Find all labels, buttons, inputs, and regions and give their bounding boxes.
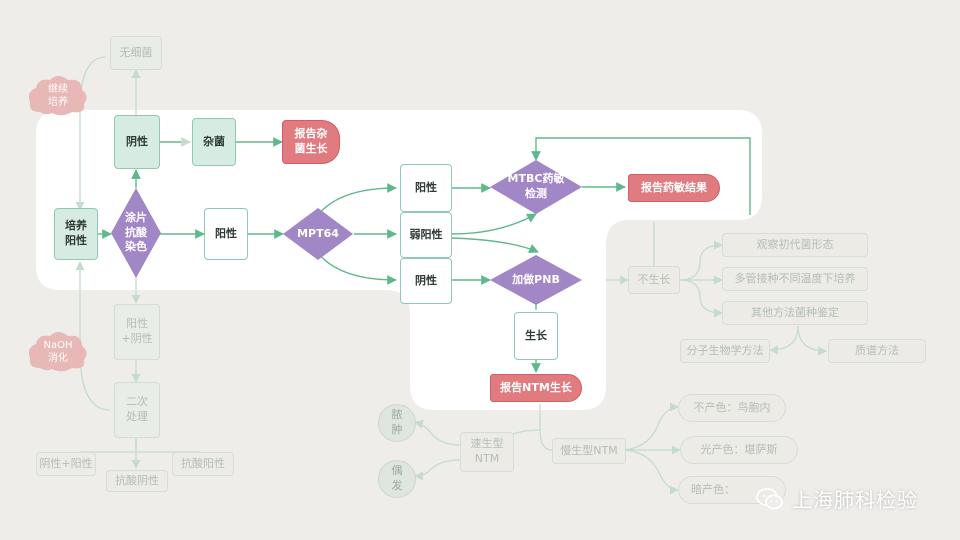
node-report-dst[interactable]: 报告药敏结果 xyxy=(628,174,720,202)
watermark: 上海肺科检验 xyxy=(756,484,918,513)
node-mass-spectrometry[interactable]: 质谱方法 xyxy=(828,339,926,363)
node-multi-temp-culture[interactable]: 多管接种不同温度下培养 xyxy=(722,267,868,291)
node-molecular-biology[interactable]: 分子生物学方法 xyxy=(680,339,770,363)
node-secondary-treatment[interactable]: 二次 处理 xyxy=(114,382,160,438)
decision-mtbc-dst[interactable]: MTBC药敏 检测 xyxy=(490,160,582,214)
node-photochromogen[interactable]: 光产色：堪萨斯 xyxy=(680,436,798,464)
active-connectors xyxy=(98,137,751,373)
decision-smear-label: 涂片 抗酸 染色 xyxy=(125,210,147,254)
wechat-icon xyxy=(756,487,783,509)
node-acid-positive[interactable]: 抗酸阳性 xyxy=(172,452,234,476)
decision-add-pnb-label: 加做PNB xyxy=(512,272,560,286)
cloud-continue-culture: 继续 培养 xyxy=(26,74,90,118)
node-contaminant[interactable]: 杂菌 xyxy=(192,118,236,166)
node-slow-ntm[interactable]: 慢生型NTM xyxy=(552,438,626,464)
watermark-text: 上海肺科检验 xyxy=(792,488,918,512)
node-observe-colony[interactable]: 观察初代菌形态 xyxy=(722,233,868,257)
decision-mpt64[interactable]: MPT64 xyxy=(283,208,353,260)
node-pos-plus-neg[interactable]: 阳性 +阴性 xyxy=(114,304,160,360)
node-growth[interactable]: 生长 xyxy=(514,312,558,360)
node-no-growth[interactable]: 不生长 xyxy=(628,266,680,294)
node-scotochromogen[interactable]: 暗产色： xyxy=(678,476,786,504)
highlight-panel xyxy=(36,110,762,410)
node-neg-plus-pos[interactable]: 阴性+阳性 xyxy=(36,452,96,476)
node-nonchromogen[interactable]: 不产色：鸟胞内 xyxy=(678,394,786,422)
node-rapid-ntm[interactable]: 速生型 NTM xyxy=(460,432,514,472)
node-right-negative[interactable]: 阴性 xyxy=(400,258,452,304)
decision-smear-acid-fast[interactable]: 涂片 抗酸 染色 xyxy=(111,188,161,278)
node-report-contaminant[interactable]: 报告杂 菌生长 xyxy=(282,120,340,164)
faded-connectors xyxy=(75,56,827,495)
decision-mtbc-dst-label: MTBC药敏 检测 xyxy=(507,172,565,200)
node-positive-mid[interactable]: 阳性 xyxy=(204,208,248,260)
node-no-bacteria[interactable]: 无细菌 xyxy=(110,36,162,70)
cloud-continue-culture-label: 继续 培养 xyxy=(48,84,68,108)
node-abscessus[interactable]: 脓 肿 xyxy=(378,404,416,442)
decision-mpt64-label: MPT64 xyxy=(297,226,339,240)
node-other-identification[interactable]: 其他方法菌种鉴定 xyxy=(722,301,868,325)
node-right-positive[interactable]: 阳性 xyxy=(400,164,452,212)
decision-add-pnb[interactable]: 加做PNB xyxy=(490,255,582,305)
cloud-naoh-digest-label: NaOH 消化 xyxy=(43,340,73,364)
node-acid-negative[interactable]: 抗酸阴性 xyxy=(106,470,168,492)
node-weak-positive[interactable]: 弱阳性 xyxy=(400,212,452,258)
cloud-naoh-digest: NaOH 消化 xyxy=(26,330,90,374)
node-fortuitum[interactable]: 偶 发 xyxy=(378,460,416,498)
node-report-ntm[interactable]: 报告NTM生长 xyxy=(490,374,582,402)
node-culture-positive[interactable]: 培养 阳性 xyxy=(54,208,98,260)
node-negative-top[interactable]: 阴性 xyxy=(114,115,160,169)
